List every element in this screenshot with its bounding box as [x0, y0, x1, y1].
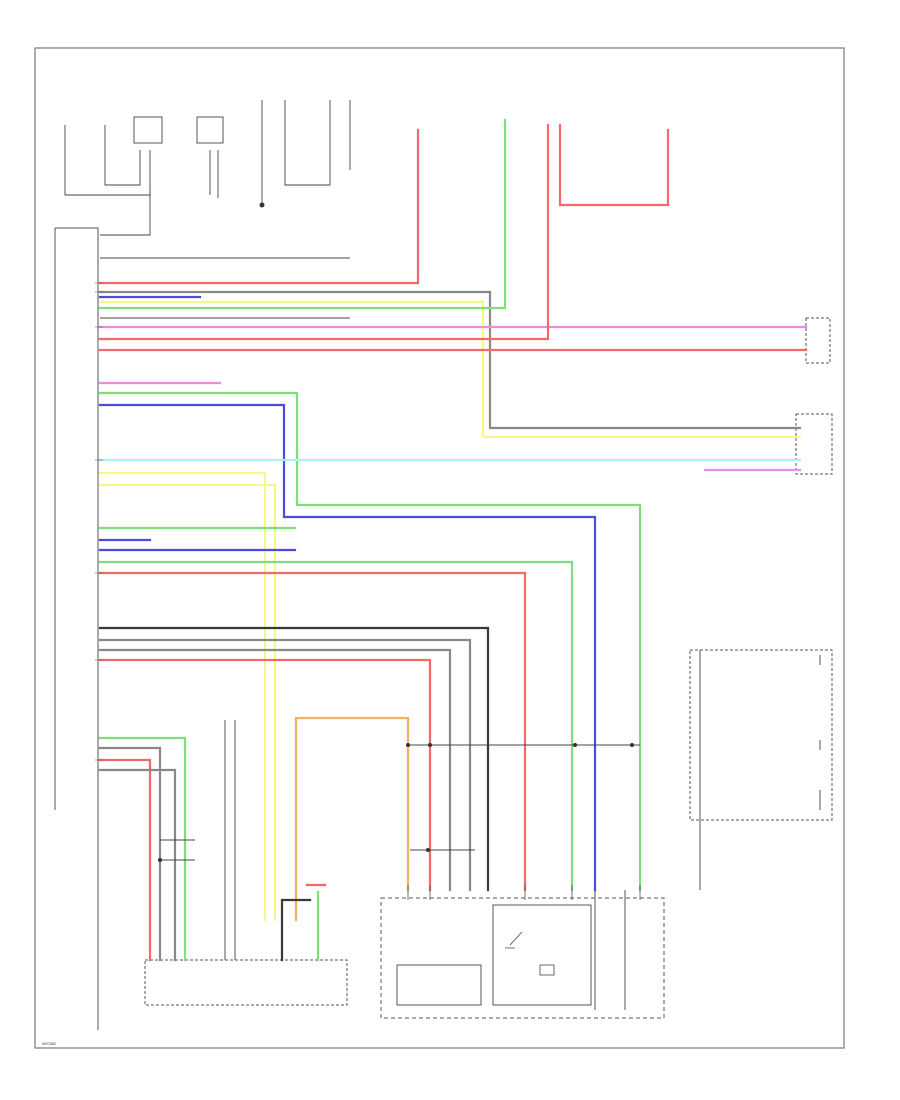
wire-blue-2 [98, 403, 597, 892]
wire-green-top [98, 118, 507, 310]
wire-red-2 [98, 123, 550, 341]
right-connector-box [805, 317, 831, 364]
wire-yellow-2 [98, 471, 267, 922]
wire-red-5 [98, 571, 527, 892]
thin-wire-2 [104, 125, 141, 186]
wire-green-bottom-1 [98, 736, 187, 962]
splice-5 [630, 743, 634, 747]
thin-wire-9 [699, 650, 821, 890]
wire-gray-3 [98, 648, 452, 892]
bottom-right-switch-box [492, 904, 592, 1006]
thin-wire-11 [160, 839, 195, 861]
relay-coil [539, 964, 555, 976]
wire-red-bottom-1 [98, 758, 152, 962]
wire-red-top [98, 128, 420, 285]
thin-wire-8 [594, 890, 626, 1010]
wire-gray-top [98, 290, 802, 430]
wire-yellow-3 [98, 483, 277, 922]
wire-green-4 [98, 560, 574, 892]
switch-contact [505, 931, 523, 949]
top-center-switch-box [196, 116, 224, 144]
splice-6 [158, 858, 162, 862]
wire-gray-bottom-2 [98, 768, 177, 962]
wire-green-2 [98, 391, 642, 892]
wire-black-bottom [280, 898, 312, 962]
bottom-right-module-box [380, 897, 665, 1019]
footer-code: W07082 [42, 1042, 56, 1046]
wire-red-6 [98, 658, 432, 892]
control-unit-pins [95, 282, 103, 761]
module-switch-symbol [505, 931, 555, 976]
wire-black-1 [98, 626, 490, 892]
splice-7 [426, 848, 430, 852]
thin-wires [64, 100, 821, 1010]
thin-wire-3 [209, 150, 219, 198]
thin-wire-4 [261, 100, 331, 205]
splice-1 [259, 202, 265, 208]
wire-gray-2 [98, 638, 472, 892]
wires [98, 118, 808, 962]
thin-wire-12 [410, 744, 640, 851]
right-switch-group-box [689, 649, 833, 821]
splice-4 [573, 743, 577, 747]
diagram-frame [34, 47, 845, 1049]
splice-3 [428, 743, 432, 747]
component-boxes [54, 116, 833, 1030]
wire-gray-bottom-1 [98, 746, 162, 962]
top-left-switch-box [133, 116, 163, 144]
thin-wire-6 [100, 190, 350, 259]
splice-points [158, 202, 634, 862]
thin-wire-1 [64, 125, 151, 196]
bottom-left-connector-box [144, 959, 348, 1006]
bottom-connector-pins [407, 885, 641, 900]
main-control-unit-outline [54, 227, 99, 1030]
wire-red-4 [558, 123, 670, 207]
thin-wire-10 [224, 720, 236, 960]
splice-2 [406, 743, 410, 747]
bottom-right-inner-box [396, 964, 482, 1006]
right-mid-connector-box [795, 413, 833, 475]
wire-yellow-top [98, 300, 802, 439]
wire-orange [294, 716, 410, 922]
